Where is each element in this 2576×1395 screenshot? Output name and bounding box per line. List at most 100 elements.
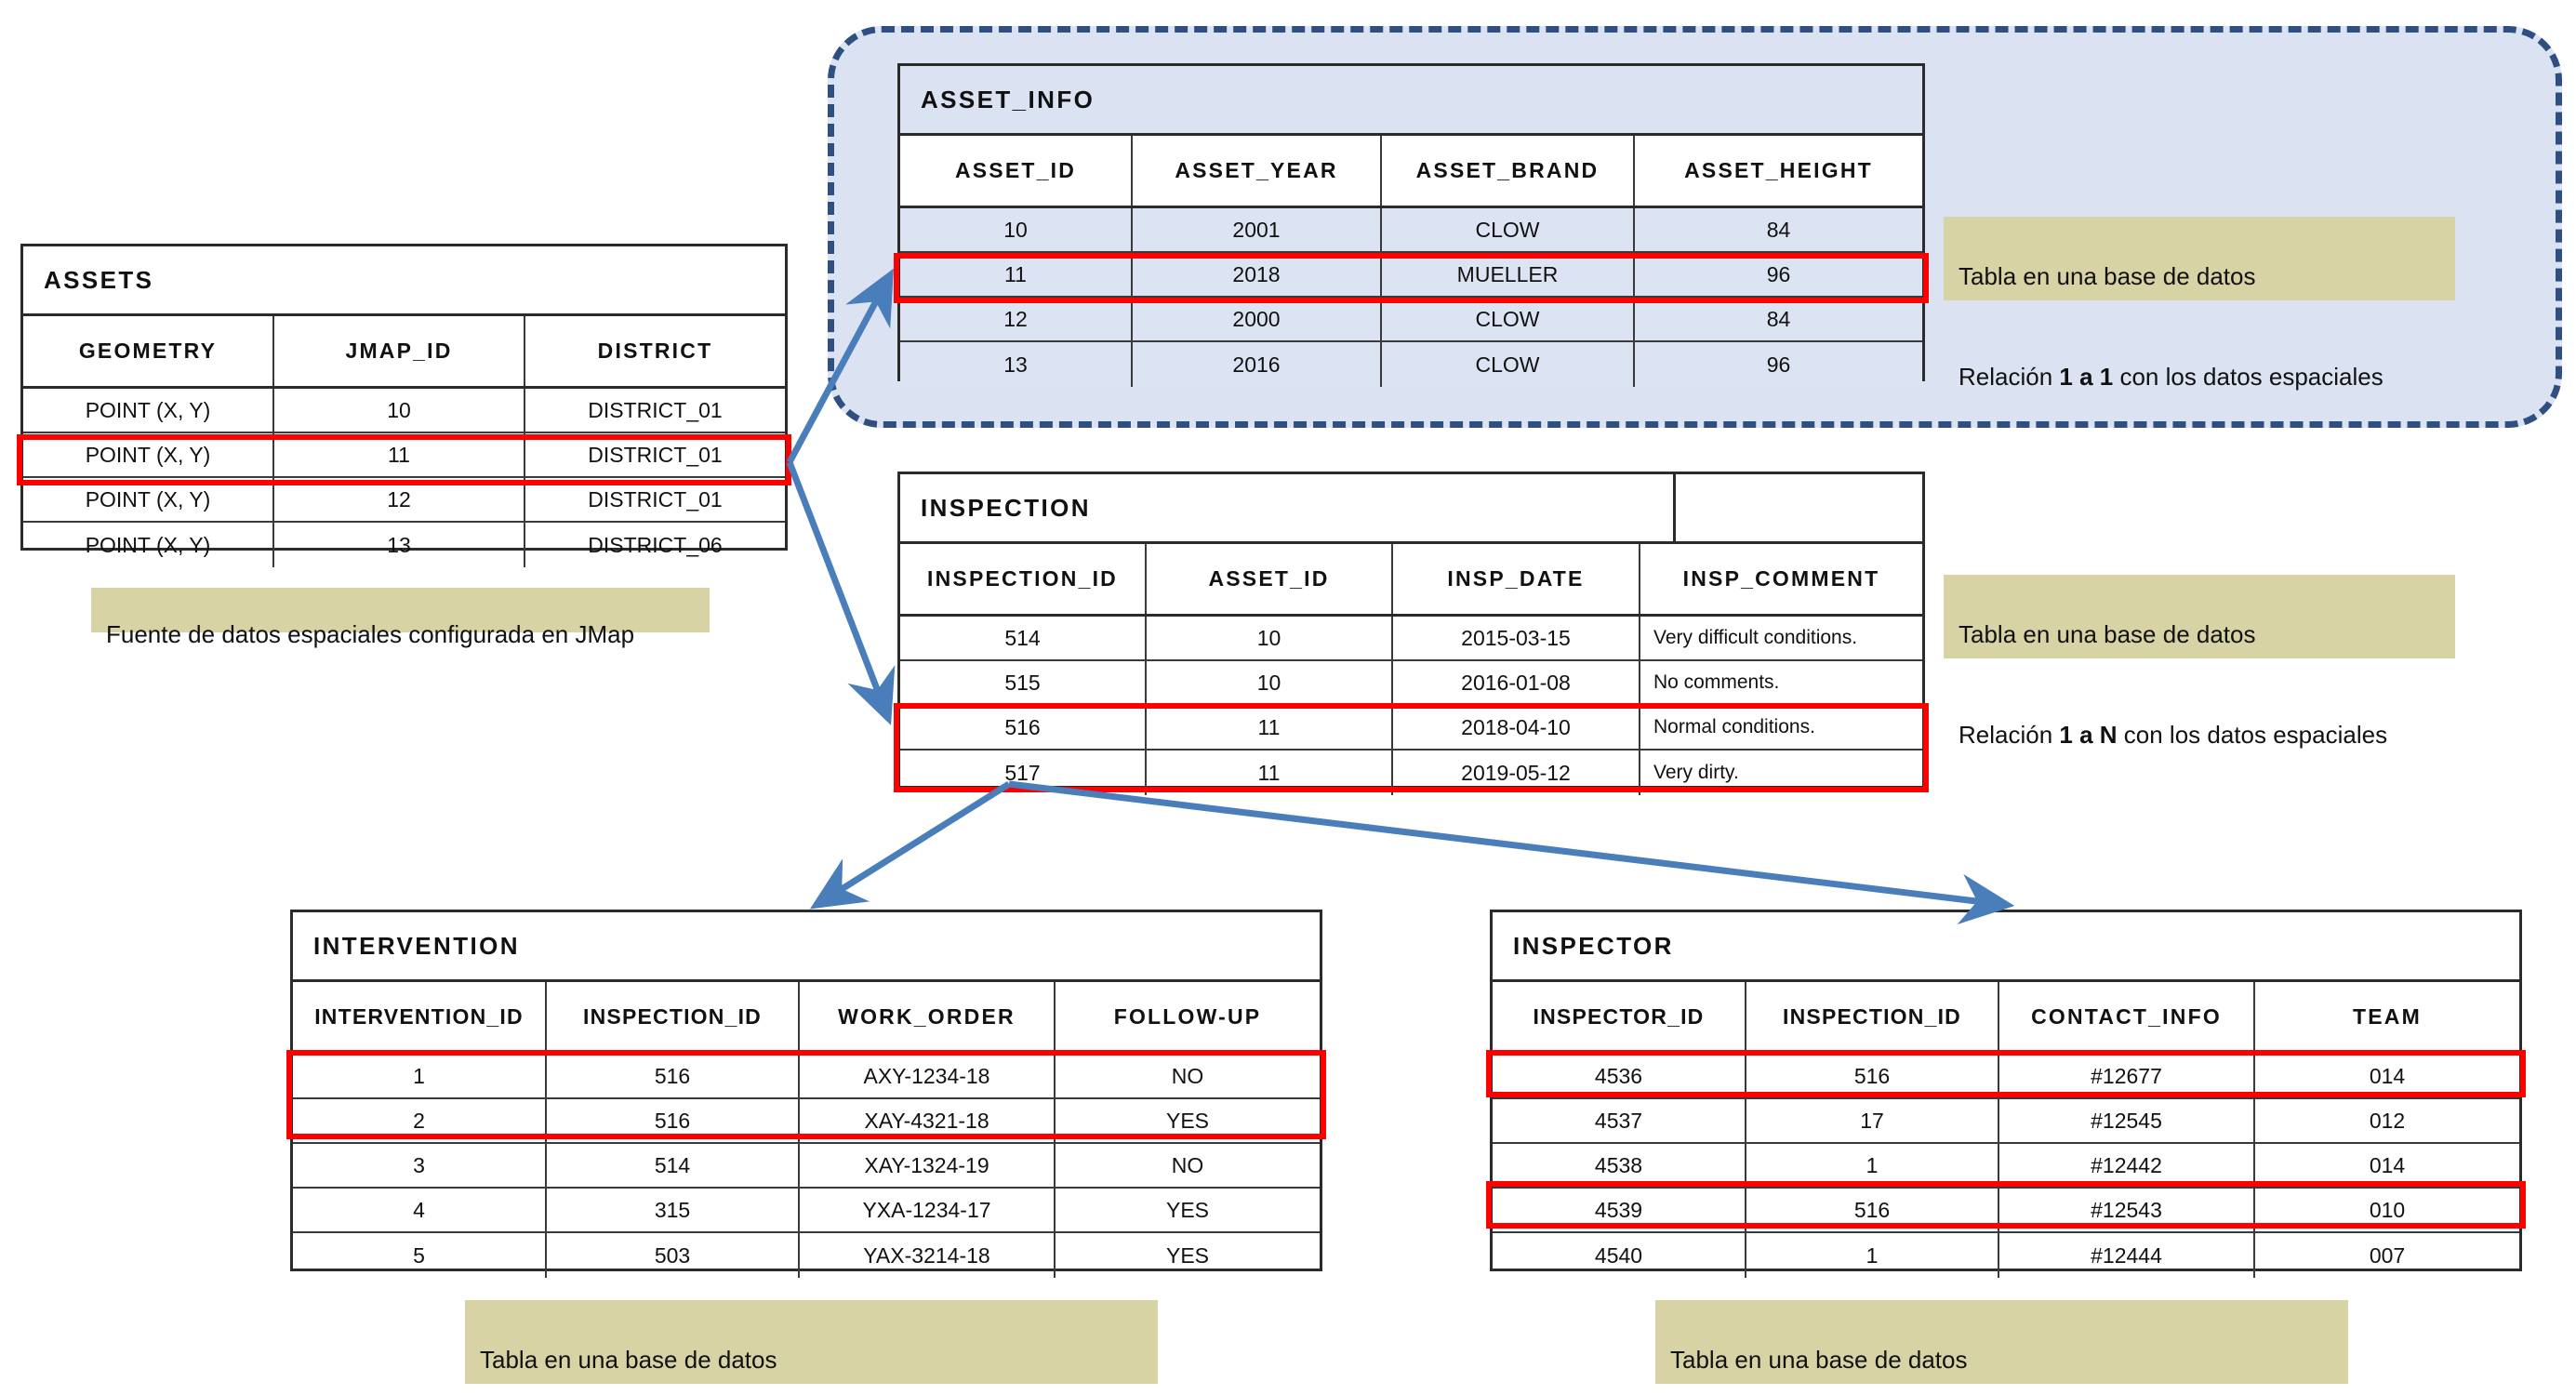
assets-table-header-row: GEOMETRY JMAP_ID DISTRICT — [23, 316, 785, 389]
table-row: 4536 516 #12677 014 — [1493, 1055, 2519, 1099]
cell: CLOW — [1382, 342, 1635, 387]
cell: 515 — [900, 661, 1147, 704]
cell: 2016-01-08 — [1393, 661, 1640, 704]
arrow-inspection-to-inspector — [1008, 780, 2015, 925]
inspector-table-title: INSPECTOR — [1513, 931, 1674, 960]
inspection-table-title-row: INSPECTION — [900, 474, 1922, 544]
cell: YES — [1165, 1242, 1210, 1268]
table-row: 11 2018 MUELLER 96 — [900, 253, 1922, 298]
cell: DISTRICT_01 — [588, 397, 723, 422]
table-row: 5 503 YAX-3214-18 YES — [293, 1233, 1320, 1278]
intervention-table: INTERVENTION INTERVENTION_ID INSPECTION_… — [290, 910, 1322, 1278]
table-row: 516 11 2018-04-10 Normal conditions. — [900, 706, 1922, 751]
arrow-inspection-to-intervention — [809, 781, 1011, 910]
cell: 84 — [1635, 298, 1922, 340]
inspection-title-spacer-cell — [1673, 474, 1922, 541]
cell: POINT (X, Y) — [23, 389, 274, 432]
cell: MUELLER — [1382, 253, 1635, 296]
arrow-assets-to-inspection — [786, 460, 896, 725]
cell: 012 — [2369, 1108, 2406, 1133]
inspector-col-inspection-id: INSPECTION_ID — [1746, 982, 1999, 1052]
assets-table: ASSETS GEOMETRY JMAP_ID DISTRICT POINT (… — [20, 244, 788, 567]
inspection-note-line1: Tabla en una base de datos — [1959, 620, 2256, 648]
cell: 503 — [547, 1233, 800, 1278]
table-row: 13 2016 CLOW 96 — [900, 342, 1922, 387]
cell: 514 — [900, 617, 1147, 659]
cell: 17 — [1746, 1099, 1999, 1142]
cell: DISTRICT_01 — [588, 486, 723, 512]
cell: 4539 — [1493, 1189, 1746, 1231]
cell: 2018 — [1133, 253, 1382, 296]
cell: 84 — [1635, 208, 1922, 251]
cell: 2019-05-12 — [1393, 751, 1640, 795]
cell: No comments. — [1653, 671, 1780, 693]
cell: DISTRICT_01 — [588, 442, 723, 467]
assets-note-text: Fuente de datos espaciales configurada e… — [106, 620, 635, 648]
asset-info-col-asset-height: ASSET_HEIGHT — [1684, 158, 1873, 182]
table-row: 514 10 2015-03-15 Very difficult conditi… — [900, 617, 1922, 661]
intervention-col-follow-up: FOLLOW-UP — [1113, 1004, 1262, 1029]
asset-info-note-line2: Relación 1 a 1 con los datos espaciales — [1959, 326, 2440, 393]
cell: #12543 — [1999, 1189, 2255, 1231]
cell: 2015-03-15 — [1393, 617, 1640, 659]
intervention-table-title-row: INTERVENTION — [293, 912, 1320, 982]
cell: 4 — [293, 1189, 547, 1231]
intervention-col-intervention-id: INTERVENTION_ID — [293, 982, 547, 1052]
cell: Very dirty. — [1653, 762, 1739, 783]
intervention-col-work-order: WORK_ORDER — [800, 982, 1056, 1052]
asset-info-table-title: ASSET_INFO — [921, 85, 1095, 113]
table-row: POINT (X, Y) 12 DISTRICT_01 — [23, 478, 785, 523]
table-row: 4539 516 #12543 010 — [1493, 1189, 2519, 1233]
cell: 2018-04-10 — [1393, 706, 1640, 749]
table-row: 12 2000 CLOW 84 — [900, 298, 1922, 342]
inspection-note-box: Tabla en una base de datos Relación 1 a … — [1944, 575, 2455, 749]
inspection-table: INSPECTION INSPECTION_ID ASSET_ID INSP_D… — [897, 472, 1925, 795]
asset-info-header-row: ASSET_ID ASSET_YEAR ASSET_BRAND ASSET_HE… — [900, 136, 1922, 208]
cell: 2 — [293, 1099, 547, 1142]
inspector-col-inspector-id: INSPECTOR_ID — [1493, 982, 1746, 1052]
asset-info-col-asset-brand: ASSET_BRAND — [1382, 136, 1635, 206]
table-row: 10 2001 CLOW 84 — [900, 208, 1922, 253]
cell: 11 — [274, 433, 525, 476]
table-row: 4 315 YXA-1234-17 YES — [293, 1189, 1320, 1233]
table-row: 4540 1 #12444 007 — [1493, 1233, 2519, 1278]
inspection-header-row: INSPECTION_ID ASSET_ID INSP_DATE INSP_CO… — [900, 544, 1922, 617]
cell: 10 — [274, 389, 525, 432]
table-row: 4538 1 #12442 014 — [1493, 1144, 2519, 1189]
cell: 516 — [547, 1055, 800, 1097]
cell: 13 — [274, 523, 525, 567]
cell: CLOW — [1382, 208, 1635, 251]
cell: NO — [1171, 1063, 1204, 1088]
cell: Very difficult conditions. — [1653, 627, 1858, 648]
inspection-col-asset-id: ASSET_ID — [1147, 544, 1393, 614]
asset-info-col-asset-year: ASSET_YEAR — [1133, 136, 1382, 206]
cell: 315 — [547, 1189, 800, 1231]
cell: 1 — [293, 1055, 547, 1097]
cell: 516 — [900, 706, 1147, 749]
cell: 12 — [900, 298, 1133, 340]
assets-note-box: Fuente de datos espaciales configurada e… — [91, 588, 710, 647]
table-row: 3 514 XAY-1324-19 NO — [293, 1144, 1320, 1189]
cell: POINT (X, Y) — [23, 478, 274, 521]
cell: YES — [1165, 1197, 1210, 1222]
cell: 10 — [1147, 661, 1393, 704]
cell: 1 — [1746, 1144, 1999, 1187]
cell: 13 — [900, 342, 1133, 387]
cell: DISTRICT_06 — [588, 532, 723, 557]
cell: 5 — [293, 1233, 547, 1278]
inspection-note-line2-bold: 1 a N — [2059, 721, 2118, 749]
inspection-note-line2-pre: Relación — [1959, 721, 2060, 749]
cell: 11 — [1147, 751, 1393, 795]
cell: 516 — [1746, 1055, 1999, 1097]
asset-info-table: ASSET_INFO ASSET_ID ASSET_YEAR ASSET_BRA… — [897, 63, 1925, 387]
cell: 12 — [274, 478, 525, 521]
inspector-note-box: Tabla en una base de datos Relación 1 a … — [1655, 1300, 2348, 1384]
inspection-table-title: INSPECTION — [921, 493, 1091, 522]
cell: #12677 — [1999, 1055, 2255, 1097]
table-row: 515 10 2016-01-08 No comments. — [900, 661, 1922, 706]
cell: 11 — [900, 253, 1133, 296]
asset-info-note-line2-bold: 1 a 1 — [2059, 363, 2114, 391]
inspector-header-row: INSPECTOR_ID INSPECTION_ID CONTACT_INFO … — [1493, 982, 2519, 1055]
cell: XAY-4321-18 — [800, 1099, 1056, 1142]
cell: Normal conditions. — [1653, 716, 1815, 737]
